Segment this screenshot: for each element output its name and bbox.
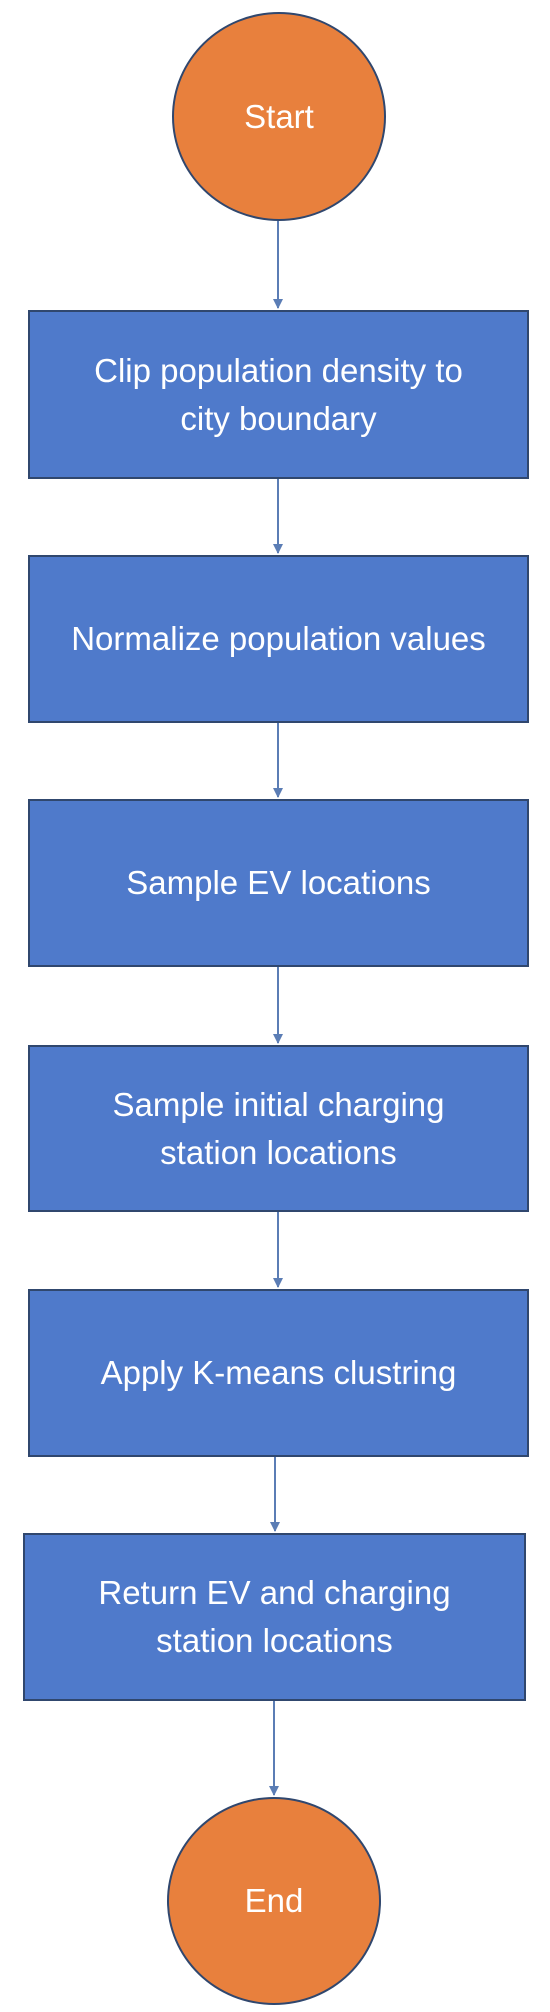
return-label-line-2: station locations bbox=[156, 1622, 393, 1659]
kmeans-label: Apply K-means clustring bbox=[100, 1354, 457, 1392]
start-node: Start bbox=[172, 12, 386, 221]
kmeans-step: Apply K-means clustring bbox=[28, 1289, 529, 1457]
normalize-step: Normalize population values bbox=[28, 555, 529, 723]
sample-stations-label: Sample initial charging station location… bbox=[112, 1081, 444, 1177]
sample-stations-label-line-1: Sample initial charging bbox=[112, 1085, 445, 1123]
return-label: Return EV and charging station locations bbox=[98, 1569, 450, 1665]
start-label: Start bbox=[244, 97, 314, 135]
sample-stations-label-line-2: station locations bbox=[160, 1133, 397, 1171]
clip-population-label-line-2: city boundary bbox=[180, 399, 377, 437]
clip-population-step: Clip population density to city boundary bbox=[28, 310, 529, 479]
normalize-label: Normalize population values bbox=[71, 620, 486, 658]
clip-population-label: Clip population density to city boundary bbox=[94, 347, 463, 443]
end-node: End bbox=[167, 1797, 381, 2005]
sample-stations-step: Sample initial charging station location… bbox=[28, 1045, 529, 1212]
clip-population-label-line-1: Clip population density to bbox=[94, 351, 463, 389]
sample-ev-label: Sample EV locations bbox=[126, 864, 431, 902]
sample-ev-step: Sample EV locations bbox=[28, 799, 529, 967]
end-label: End bbox=[244, 1882, 304, 1920]
return-label-line-1: Return EV and charging bbox=[98, 1574, 451, 1612]
return-step: Return EV and charging station locations bbox=[23, 1533, 526, 1701]
